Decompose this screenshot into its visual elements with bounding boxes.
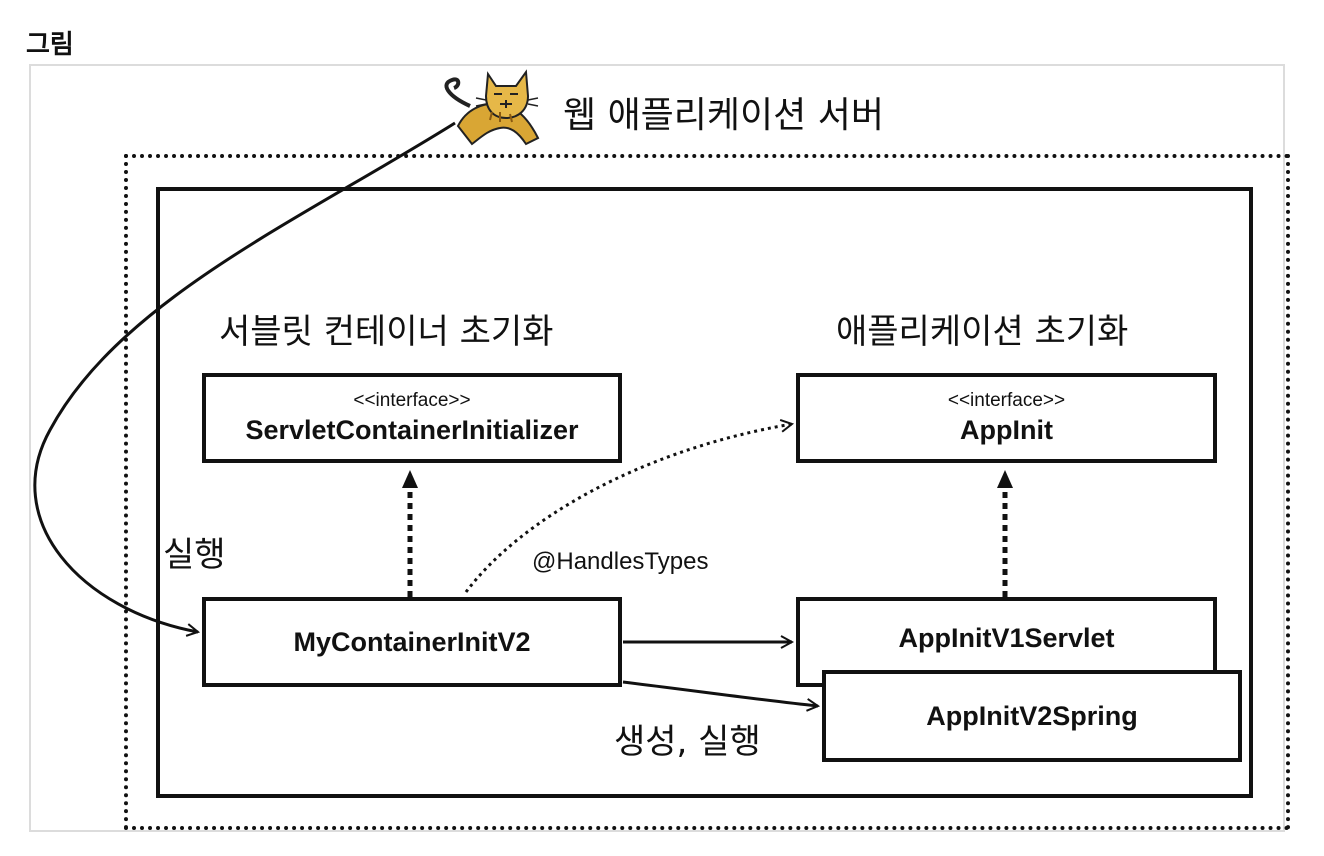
figure-frame: [29, 64, 1285, 832]
figure-heading: 그림: [26, 30, 74, 60]
servlet-container-init-title: 서블릿 컨테이너 초기화: [219, 312, 554, 352]
web-application-server-title: 웹 애플리케이션 서버: [563, 95, 884, 136]
servlet-container-initializer-box: <<interface>> ServletContainerInitialize…: [202, 373, 622, 463]
class-name: MyContainerInitV2: [293, 627, 531, 657]
execute-arrow: [33, 121, 456, 632]
my-container-init-v2-box: MyContainerInitV2: [202, 597, 622, 687]
handles-types-arrow: [464, 424, 792, 593]
application-boundary: [156, 187, 1253, 798]
app-init-v2-spring-box: AppInitV2Spring: [822, 670, 1242, 762]
appinit-interface-box: <<interface>> AppInit: [796, 373, 1217, 463]
class-name: AppInitV2Spring: [926, 701, 1138, 731]
class-name: AppInitV1Servlet: [898, 623, 1115, 653]
interface-name: AppInit: [960, 415, 1053, 445]
servlet-container-boundary: [124, 154, 1290, 830]
interface-name: ServletContainerInitializer: [245, 415, 579, 445]
interface-stereotype: <<interface>>: [353, 390, 471, 411]
handles-types-label: @HandlesTypes: [532, 548, 709, 575]
create-execute-label: 생성, 실행: [614, 722, 761, 762]
create-spring-arrow: [622, 680, 818, 706]
application-init-title: 애플리케이션 초기화: [836, 312, 1129, 352]
execute-label: 실행: [163, 535, 226, 575]
interface-stereotype: <<interface>>: [947, 390, 1066, 411]
tomcat-cat-icon: [444, 69, 540, 146]
